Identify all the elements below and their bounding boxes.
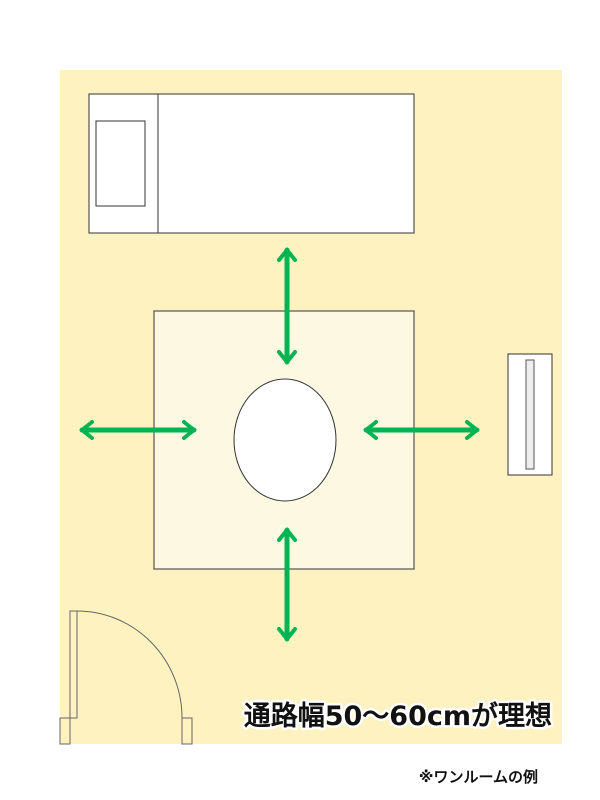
example-note: ※ワンルームの例 bbox=[419, 768, 538, 786]
tv bbox=[525, 359, 535, 470]
door bbox=[59, 610, 193, 745]
tv-stand bbox=[507, 353, 553, 476]
passage-width-caption: 通路幅50〜60cmが理想 bbox=[244, 700, 552, 732]
pillow bbox=[95, 120, 146, 207]
bed bbox=[88, 93, 415, 234]
round-table bbox=[233, 378, 337, 502]
